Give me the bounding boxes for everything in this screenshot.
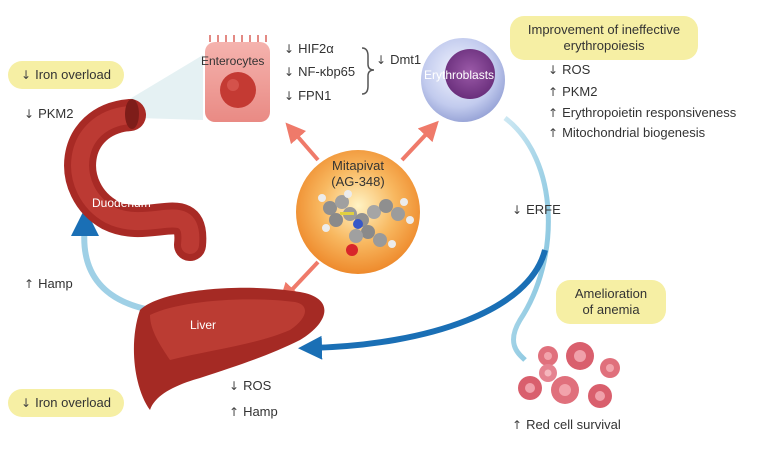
marker-nfkbp65: ↓NF-κbp65 — [284, 64, 356, 79]
marker-ery-mito: ↑Mitochondrial biogenesis — [548, 125, 706, 140]
duodenum-organ — [64, 99, 207, 261]
arrow-to-enterocytes — [285, 122, 320, 162]
anemia-pill: Amelioration of anemia — [556, 280, 666, 324]
iron-overload-top-pill: ↓Iron overload — [8, 61, 124, 89]
red-cells-cluster — [518, 342, 620, 408]
iron-overload-bottom-pill: ↓Iron overload — [8, 389, 124, 417]
mitapivat-molecule-circle — [296, 150, 420, 274]
liver-organ — [133, 287, 325, 410]
marker-ery-pkm2: ↑PKM2 — [548, 84, 598, 99]
marker-duodenum-pkm2: ↓PKM2 — [24, 106, 74, 121]
ineffective-erythropoiesis-pill: Improvement of ineffective erythropoiesi… — [510, 16, 698, 60]
erythroblast-cell — [421, 38, 505, 122]
enterocytes-label: Enterocytes — [201, 54, 265, 68]
arrow-to-erythroblasts — [400, 120, 439, 162]
marker-fpn1: ↓FPN1 — [284, 88, 332, 103]
marker-hif2a: ↓HIF2α — [284, 41, 334, 56]
marker-erfe: ↓ERFE — [512, 202, 561, 217]
marker-liver-ros: ↓ROS — [229, 378, 272, 393]
liver-label: Liver — [190, 318, 217, 332]
marker-ery-epo: ↑Erythropoietin responsiveness — [548, 105, 737, 120]
marker-liver-hamp: ↑Hamp — [229, 404, 278, 419]
mitapivat-label: Mitapivat (AG-348) — [331, 158, 385, 189]
marker-hamp-left: ↑Hamp — [24, 276, 73, 291]
arrow-to-liver — [279, 260, 320, 304]
enterocytes-cell — [205, 35, 270, 122]
marker-dmt1: ↓Dmt1 — [376, 52, 422, 67]
marker-ery-ros: ↓ROS — [548, 62, 591, 77]
molecule-model — [318, 190, 414, 256]
duodenum-label: Duodenum — [92, 196, 151, 210]
arc-erythroblasts-to-rbc — [503, 116, 551, 362]
erythroblasts-label: Erythroblasts — [424, 68, 495, 82]
dmt1-bracket — [361, 47, 375, 95]
arc-erfe-to-liver — [298, 249, 548, 360]
marker-red-cell-survival: ↑Red cell survival — [512, 417, 621, 432]
arc-liver-to-duodenum — [81, 224, 151, 313]
